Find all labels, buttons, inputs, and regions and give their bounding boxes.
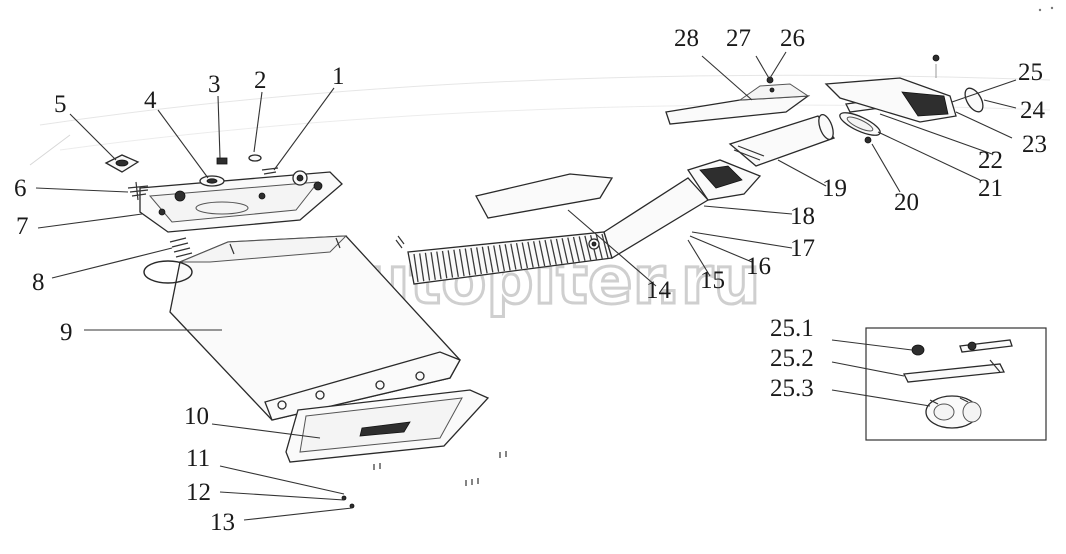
part-19-tail-pipe bbox=[728, 113, 836, 167]
callout-25: 25 bbox=[1018, 59, 1043, 86]
flex-pipe-corrugation bbox=[413, 233, 609, 283]
callout-22: 22 bbox=[978, 147, 1003, 174]
parts-20-23-clamps bbox=[839, 99, 881, 144]
part-25-2 bbox=[902, 359, 1006, 383]
corrugation-ridge bbox=[493, 245, 500, 272]
callout-27: 27 bbox=[726, 25, 751, 52]
part-25-1 bbox=[911, 339, 1013, 356]
corrugation-ridge bbox=[441, 250, 448, 279]
callout-25-2: 25.2 bbox=[770, 345, 814, 372]
part-7-bracket-plate bbox=[139, 170, 343, 233]
corrugation-ridge bbox=[476, 247, 482, 275]
corrugation-ridge bbox=[544, 239, 552, 266]
part-14-flex-pipe bbox=[395, 231, 613, 285]
callout-6: 6 bbox=[14, 175, 27, 202]
corrugation-ridge bbox=[527, 241, 534, 268]
callout-25-3: 25.3 bbox=[770, 375, 814, 402]
callout-21: 21 bbox=[978, 175, 1003, 202]
callout-5: 5 bbox=[54, 91, 67, 118]
part-5-washer bbox=[104, 154, 140, 173]
callout-25-1: 25.1 bbox=[770, 315, 814, 342]
corrugation-ridge bbox=[436, 251, 442, 280]
callout-20: 20 bbox=[894, 189, 919, 216]
callout-17: 17 bbox=[790, 235, 815, 262]
part-10-heat-shield bbox=[285, 389, 490, 463]
part-6-bolt bbox=[127, 181, 149, 201]
corrugation-ridge bbox=[521, 242, 529, 269]
callout-12: 12 bbox=[186, 479, 211, 506]
corrugation-ridge bbox=[504, 244, 511, 271]
callout-labels: 1 2 3 4 5 6 7 8 9 10 11 12 13 14 15 16 1… bbox=[14, 25, 1047, 536]
part-1-bolt bbox=[261, 167, 279, 175]
corrugation-ridge bbox=[453, 249, 459, 278]
part-18-pipe-elbow bbox=[603, 159, 762, 259]
corrugation-ridge bbox=[532, 241, 540, 267]
corrugation-ridge bbox=[515, 242, 523, 270]
callout-28: 28 bbox=[674, 25, 699, 52]
part-25-top-bracket bbox=[824, 54, 957, 123]
callout-9: 9 bbox=[60, 319, 73, 346]
callout-15: 15 bbox=[700, 267, 725, 294]
callout-13: 13 bbox=[210, 509, 235, 536]
corrugation-ridge bbox=[555, 238, 563, 264]
corrugation-ridge bbox=[464, 248, 471, 276]
corrugation-ridge bbox=[572, 236, 580, 262]
corrugation-ridge bbox=[567, 237, 575, 263]
corrugation-ridge bbox=[430, 252, 436, 280]
corrugation-ridge bbox=[487, 246, 494, 273]
leader-lines bbox=[35, 51, 1017, 521]
callout-18: 18 bbox=[790, 203, 815, 230]
corrugation-ridge bbox=[424, 252, 431, 281]
callout-26: 26 bbox=[780, 25, 805, 52]
corrugation-ridge bbox=[538, 240, 546, 267]
parts-11-13-fasteners bbox=[341, 451, 507, 509]
corrugation-ridge bbox=[498, 244, 506, 272]
callout-1: 1 bbox=[332, 63, 345, 90]
corrugation-ridge bbox=[447, 250, 454, 278]
corrugation-ridge bbox=[550, 239, 557, 265]
corrugation-ridge bbox=[458, 249, 465, 277]
corrugation-ridge bbox=[561, 238, 569, 264]
corrugation-ridge bbox=[595, 234, 603, 259]
callout-14: 14 bbox=[646, 277, 672, 304]
corrugation-ridge bbox=[601, 233, 609, 259]
part-8-clamp bbox=[169, 237, 193, 258]
callout-8: 8 bbox=[32, 269, 45, 296]
callout-11: 11 bbox=[186, 445, 210, 472]
callout-19: 19 bbox=[822, 175, 847, 202]
part-9-muffler bbox=[143, 235, 461, 421]
part-sheet-left bbox=[475, 173, 614, 219]
callout-24: 24 bbox=[1020, 97, 1046, 124]
part-3-nut bbox=[216, 157, 228, 165]
corrugation-ridge bbox=[419, 253, 425, 282]
callout-10: 10 bbox=[184, 403, 209, 430]
part-25-3 bbox=[925, 395, 982, 429]
part-2-washer bbox=[248, 154, 262, 162]
corrugation-ridge bbox=[510, 243, 517, 270]
callout-3: 3 bbox=[208, 71, 221, 98]
callout-7: 7 bbox=[16, 213, 29, 240]
callout-2: 2 bbox=[254, 67, 267, 94]
corrugation-ridge bbox=[413, 253, 419, 283]
part-24-ring bbox=[964, 87, 984, 113]
corrugation-ridge bbox=[481, 246, 488, 274]
part-28-bracket bbox=[665, 83, 811, 125]
corrugation-ridge bbox=[584, 235, 592, 261]
callout-4: 4 bbox=[144, 87, 157, 114]
corrugation-ridge bbox=[578, 236, 586, 262]
part-4-washer bbox=[199, 175, 225, 187]
callout-23: 23 bbox=[1022, 131, 1047, 158]
callout-16: 16 bbox=[746, 253, 771, 280]
detail-inset-box bbox=[865, 327, 1047, 441]
corrugation-ridge bbox=[470, 247, 477, 275]
